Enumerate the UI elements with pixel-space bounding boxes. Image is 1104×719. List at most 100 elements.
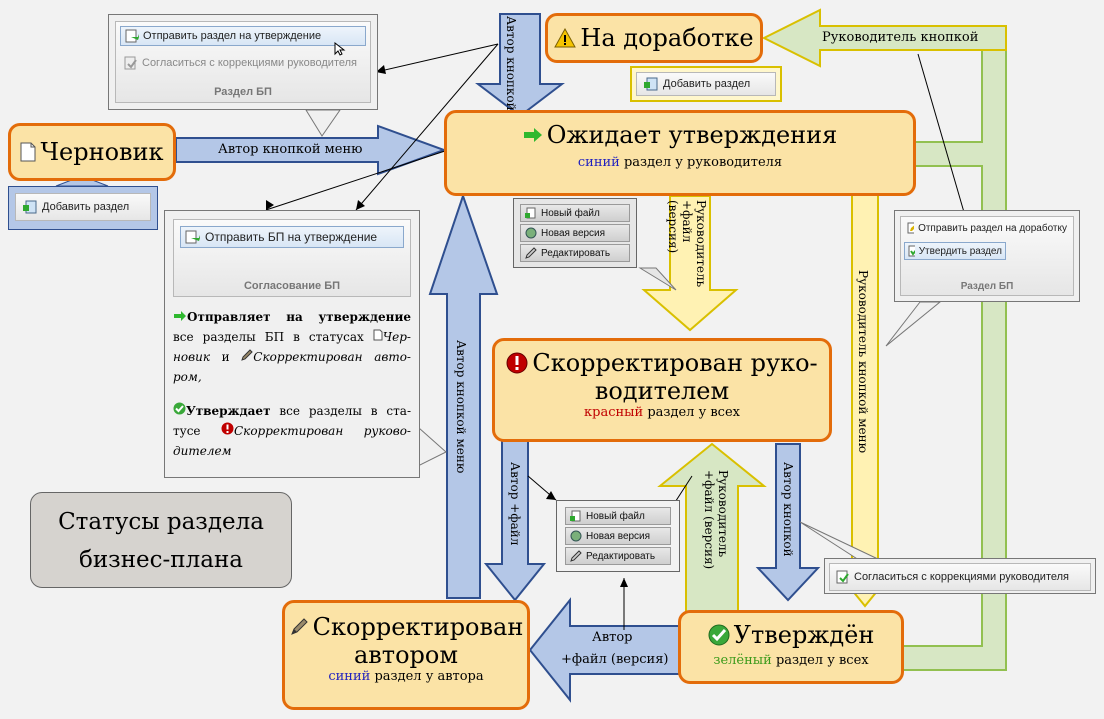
exclamation-red-icon: [221, 422, 234, 435]
description-paragraph-2: Утверждает все разделы в ста-тусе Скорре…: [173, 401, 411, 461]
state-approved-title: Утверждён: [733, 621, 875, 649]
description-italic-2: Скорректирован авто-ром,: [173, 350, 411, 384]
state-revision: На доработке: [545, 13, 763, 63]
description-paragraph-1: Отправляет на утверждение все разделы БП…: [173, 307, 411, 387]
add-section-button-revision[interactable]: Добавить раздел: [636, 72, 776, 96]
callout-tail-right: [885, 301, 942, 347]
add-section-label-draft: Добавить раздел: [42, 201, 130, 213]
file-menu-bottom: Новый файл Новая версия Редактировать: [556, 500, 680, 572]
state-approved: Утверждён зелёный раздел у всех: [678, 610, 904, 684]
new-file-button-bottom[interactable]: Новый файл: [565, 507, 671, 525]
new-file-button-top[interactable]: Новый файл: [520, 204, 630, 222]
state-corrected-author-subtitle: синий раздел у автора: [285, 669, 527, 684]
add-section-icon: [644, 77, 658, 91]
description-text: Отправляет на утверждение все разделы БП…: [173, 307, 411, 461]
approve-section-button[interactable]: Утвердить раздел: [904, 242, 1006, 260]
mouse-cursor-icon: [334, 42, 346, 56]
pointer-line: [265, 149, 449, 211]
callout-section-bp-right: Отправить раздел на доработку Утвердить …: [894, 210, 1080, 302]
pointer-line: [917, 53, 969, 227]
state-corrected-author-sub-rest: раздел у автора: [374, 669, 484, 684]
new-version-label-bottom: Новая версия: [586, 530, 651, 542]
send-section-for-approval-label: Отправить раздел на утверждение: [143, 30, 322, 42]
send-to-revision-label: Отправить раздел на доработку: [918, 222, 1067, 234]
new-file-icon: [525, 207, 536, 219]
send-to-revision-icon: [907, 222, 915, 234]
send-section-for-approval-button[interactable]: Отправить раздел на утверждение: [120, 26, 366, 46]
edit-icon: [525, 247, 537, 259]
state-corrected-author-title-line1: Скорректирован: [312, 613, 524, 641]
description-text-2: все разделы в ста-тусе: [173, 404, 411, 438]
callout-tail-file-top: [638, 267, 677, 291]
state-corrected-author-color-word: синий: [328, 669, 371, 684]
agree-corrections-label-top: Согласиться с коррекциями руководителя: [142, 57, 357, 69]
corrected-head-to-author-arrow: [483, 439, 547, 602]
diagram-title-line1: Статусы раздела: [58, 509, 264, 535]
ribbon-section-bp-right: Отправить раздел на доработку Утвердить …: [900, 216, 1074, 296]
state-corrected-author: Скорректирован автором синий раздел у ав…: [282, 600, 530, 710]
agree-corrections-button[interactable]: Согласиться с коррекциями руководителя: [829, 563, 1091, 591]
pointer-line: [355, 43, 499, 211]
description-bold-1: Отправляет на утверждение: [187, 310, 411, 324]
state-awaiting-title: Ожидает утверждения: [546, 121, 838, 149]
callout-add-section-revision: Добавить раздел: [630, 66, 782, 102]
approve-section-icon: [908, 245, 915, 257]
pencil-icon: [290, 618, 308, 635]
pointer-line: [375, 43, 499, 73]
document-icon: [373, 329, 383, 341]
label-author-button-top: Автор кнопкой: [504, 16, 518, 111]
warning-icon: [554, 28, 577, 48]
pencil-icon: [241, 349, 254, 361]
edit-button-bottom[interactable]: Редактировать: [565, 547, 671, 565]
agree-icon: [124, 56, 137, 70]
ribbon-section-bp-top: Отправить раздел на утверждение Согласит…: [115, 21, 371, 103]
green-connector: [899, 49, 1007, 671]
state-approved-subtitle: зелёный раздел у всех: [681, 653, 901, 668]
label-author-menu-vertical: Автор кнопкой меню: [454, 340, 468, 474]
state-corrected-head-sub-rest: раздел у всех: [647, 405, 740, 420]
send-section-icon: [125, 29, 139, 43]
callout-section-bp-top: Отправить раздел на утверждение Согласит…: [108, 14, 378, 110]
state-awaiting: Ожидает утверждения синий раздел у руков…: [444, 110, 916, 196]
label-author-file-left-2: +файл (версия): [561, 652, 669, 667]
ribbon-approval-bp: Отправить БП на утверждение Согласование…: [173, 219, 411, 297]
state-corrected-head-color-word: красный: [584, 405, 644, 420]
approve-section-label: Утвердить раздел: [918, 245, 1002, 257]
description-italic-3: Скорректирован руково-дителем: [173, 424, 411, 458]
label-head-file-up: Руководитель +файл (версия): [702, 470, 730, 570]
diagram-title-box: Статусы раздела бизнес-плана: [30, 492, 292, 588]
agree-corrections-label: Согласиться с коррекциями руководителя: [854, 571, 1069, 583]
label-head-button-menu: Руководитель кнопкой меню: [856, 270, 870, 454]
label-author-file-left-1: Автор: [592, 630, 633, 645]
description-bold-2: Утверждает: [186, 404, 271, 418]
add-section-label-revision: Добавить раздел: [663, 78, 751, 90]
awaiting-to-corrected-head-arrow: [641, 195, 739, 332]
new-version-label-top: Новая версия: [541, 227, 606, 239]
new-file-label-top: Новый файл: [541, 207, 600, 219]
callout-agree-corrections: Согласиться с коррекциями руководителя: [824, 558, 1096, 594]
head-to-revision-arrow: [761, 8, 1007, 68]
new-version-button-top[interactable]: Новая версия: [520, 224, 630, 242]
state-approved-color-word: зелёный: [713, 653, 772, 668]
new-version-icon: [570, 530, 582, 542]
description-italic-1: Чер-новик: [173, 330, 411, 364]
new-version-button-bottom[interactable]: Новая версия: [565, 527, 671, 545]
send-bp-for-approval-button[interactable]: Отправить БП на утверждение: [180, 226, 404, 248]
state-corrected-author-title-line2: автором: [353, 641, 459, 669]
state-revision-title: На доработке: [580, 24, 754, 52]
state-awaiting-subtitle: синий раздел у руководителя: [447, 155, 913, 170]
agree-corrections-button-disabled[interactable]: Согласиться с коррекциями руководителя: [120, 54, 366, 72]
file-menu-top: Новый файл Новая версия Редактировать: [513, 198, 637, 268]
label-author-menu: Автор кнопкой меню: [218, 142, 363, 157]
arrow-right-green-icon: [523, 128, 542, 142]
corrected-author-to-awaiting-arrow: [428, 192, 499, 599]
state-draft-title: Черновик: [40, 138, 164, 166]
revision-to-awaiting-arrow: [475, 13, 565, 118]
edit-label-top: Редактировать: [541, 247, 611, 259]
state-corrected-head-title-line1: Скорректирован руко-: [532, 349, 818, 377]
label-head-file: Руководитель +файл (версия): [666, 200, 708, 288]
add-section-button-draft[interactable]: Добавить раздел: [15, 193, 151, 221]
edit-button-top[interactable]: Редактировать: [520, 244, 630, 262]
state-corrected-head-title-line2: водителем: [594, 377, 730, 405]
send-to-revision-button[interactable]: Отправить раздел на доработку: [904, 220, 1070, 236]
